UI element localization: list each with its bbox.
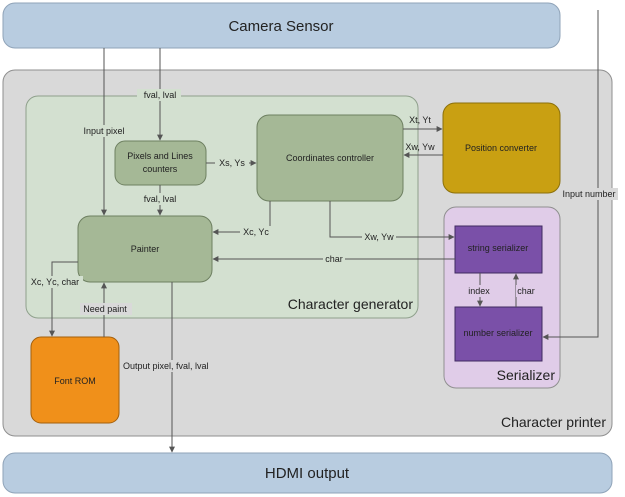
string-serializer-label: string serializer xyxy=(468,243,529,253)
string-serializer-block xyxy=(454,225,543,274)
xw-yw-to-serializer-arrow xyxy=(329,201,455,240)
hdmi-output-label: HDMI output xyxy=(265,465,350,482)
painter-label: Painter xyxy=(131,244,160,254)
pixels-lines-counters-block xyxy=(114,140,207,186)
xc-yc-char-arrow xyxy=(49,261,78,337)
character-generator-label: Character generator xyxy=(288,296,414,312)
number-serializer-label: number serializer xyxy=(463,328,532,338)
output-pixel-label: Output pixel, fval, lval xyxy=(123,361,209,371)
position-converter-block xyxy=(442,102,561,194)
serializer-label: Serializer xyxy=(497,367,556,383)
pixels-lines-counters-label-2: counters xyxy=(143,164,178,174)
character-printer-label: Character printer xyxy=(501,414,606,430)
fval-lval-label-2: fval, lval xyxy=(144,194,177,204)
font-rom-block xyxy=(30,336,120,424)
coordinates-controller-label: Coordinates controller xyxy=(286,153,374,163)
char-label-1: char xyxy=(325,254,343,264)
xc-yc-label: Xc, Yc xyxy=(243,227,269,237)
number-serializer-block xyxy=(454,306,543,362)
camera-sensor-label: Camera Sensor xyxy=(228,18,333,35)
hdmi-output-box xyxy=(2,452,613,494)
xw-yw-label-1: Xw, Yw xyxy=(405,142,435,152)
char-label-2: char xyxy=(517,286,535,296)
pixels-lines-counters-label-1: Pixels and Lines xyxy=(127,151,193,161)
painter-block xyxy=(77,215,213,283)
camera-sensor-box xyxy=(2,2,561,49)
font-rom-label: Font ROM xyxy=(54,376,96,386)
need-paint-label: Need paint xyxy=(83,304,127,314)
index-label: index xyxy=(468,286,490,296)
xt-yt-label: Xt, Yt xyxy=(409,115,431,125)
xw-yw-label-2: Xw, Yw xyxy=(364,232,394,242)
fval-lval-label: fval, lval xyxy=(144,90,177,100)
input-number-arrow xyxy=(542,10,599,340)
input-number-label: Input number xyxy=(562,189,615,199)
position-converter-label: Position converter xyxy=(465,143,537,153)
input-pixel-label: Input pixel xyxy=(83,126,124,136)
xs-ys-label: Xs, Ys xyxy=(219,158,245,168)
xc-yc-char-label: Xc, Yc, char xyxy=(31,277,79,287)
